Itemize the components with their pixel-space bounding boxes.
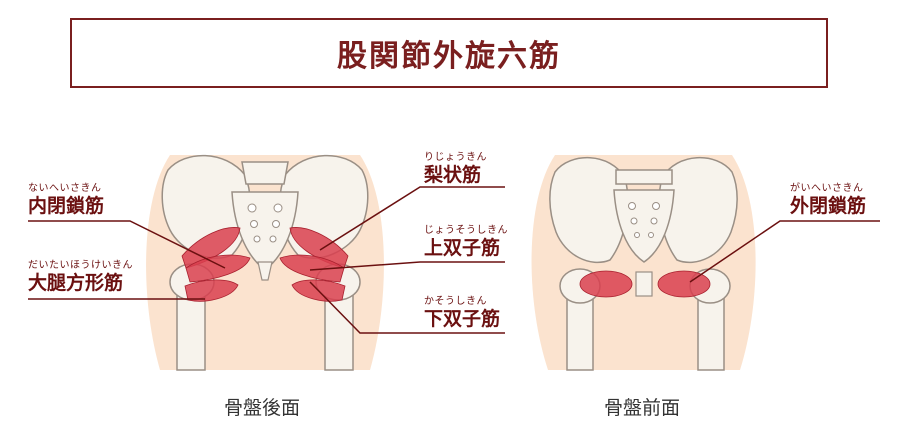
sacral-foramen [272, 220, 280, 228]
leader-kasoushikin [309, 281, 505, 334]
muscle-obturator-externus-right [657, 270, 711, 298]
muscle-quadratus-left [184, 279, 239, 302]
leader-jousoushikin [309, 261, 505, 271]
label-gaiheisakin: がいへいさきん 外閉鎖筋 [790, 183, 866, 217]
back-femur-left [176, 289, 206, 371]
sacral-foramen [253, 235, 261, 243]
front-ilium-right [658, 157, 738, 264]
sacral-foramen [269, 235, 277, 243]
sacral-foramen [648, 232, 654, 238]
label-ruby: じょうそうしきん [424, 225, 508, 236]
sacral-foramen [652, 202, 660, 210]
title-box: 股関節外旋六筋 [70, 18, 828, 88]
label-ruby: だいたいほうけいきん [28, 260, 133, 271]
label-name: 梨状筋 [424, 164, 482, 186]
sacral-foramen [650, 217, 658, 225]
sacral-foramen [273, 203, 283, 213]
muscle-gemelli-right [279, 254, 345, 283]
label-name: 外閉鎖筋 [790, 195, 867, 217]
label-daitaihoukeikin: だいたいほうけいきん 大腿方形筋 [28, 260, 133, 294]
page-title: 股関節外旋六筋 [337, 39, 561, 74]
sacral-foramen [630, 217, 638, 225]
front-femur-right [697, 291, 725, 371]
sacral-foramen [628, 202, 636, 210]
label-rijoukin: りじょうきん 梨状筋 [424, 152, 487, 186]
label-ruby: かそうしきん [424, 296, 487, 307]
leader-rijoukin [319, 186, 505, 251]
caption-back-view: 骨盤後面 [224, 397, 301, 419]
back-coccyx [257, 261, 273, 281]
caption-front-view: 骨盤前面 [604, 397, 681, 419]
label-kasoushikin: かそうしきん 下双子筋 [424, 296, 500, 330]
label-name: 内閉鎖筋 [28, 195, 105, 217]
pelvis-back-view [146, 154, 384, 371]
label-naiheisakin: ないへいさきん 内閉鎖筋 [28, 183, 104, 217]
label-ruby: ないへいさきん [28, 183, 102, 194]
leader-gaiheisakin [689, 220, 880, 283]
label-name: 大腿方形筋 [28, 272, 124, 294]
sacral-foramen [250, 220, 258, 228]
label-name: 下双子筋 [424, 308, 501, 330]
pelvis-front-view [531, 155, 756, 371]
sacral-foramen [247, 203, 257, 213]
front-ilium-left [549, 157, 629, 264]
label-jousoushikin: じょうそうしきん 上双子筋 [424, 225, 508, 259]
leader-naiheisakin [28, 220, 226, 269]
front-vertebra [615, 169, 673, 185]
front-femur-left [566, 291, 594, 371]
sacral-foramen [634, 232, 640, 238]
back-vertebra [241, 161, 289, 185]
label-ruby: がいへいさきん [790, 183, 864, 194]
front-pubic-symphysis [635, 271, 653, 297]
label-name: 上双子筋 [424, 237, 501, 259]
muscle-obturator-externus-left [579, 270, 633, 298]
label-ruby: りじょうきん [424, 152, 487, 163]
